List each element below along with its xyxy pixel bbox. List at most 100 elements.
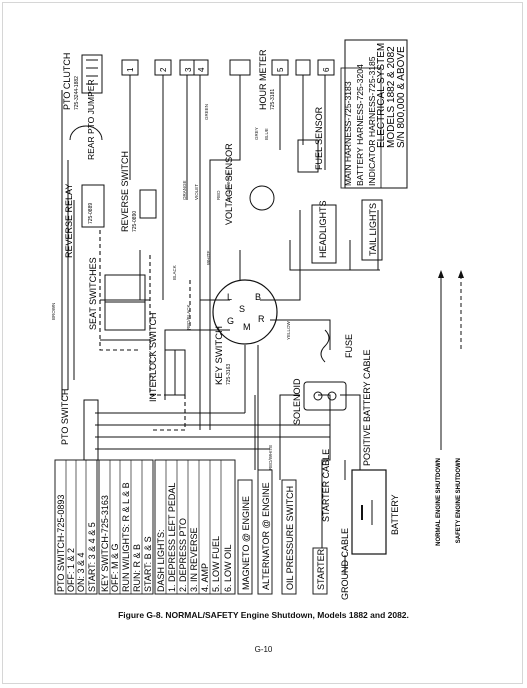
dash-lights-table: DASH LIGHTS: 1. DEPRESS LEFT PEDAL 2. DE… — [154, 459, 236, 595]
dash-table-line-2: 1. DEPRESS LEFT PEDAL — [167, 483, 177, 592]
dash-table-line-6: 5. LOW FUEL — [211, 536, 221, 592]
solenoid: SOLENOID — [292, 378, 347, 425]
connector-7 — [295, 59, 311, 76]
svg-text:M: M — [243, 322, 251, 332]
dash-table-line-7: 6. LOW OIL — [223, 544, 233, 592]
harness-line-1: MAIN HARNESS-725-3183 — [343, 81, 353, 186]
legend-safety: SAFETY ENGINE SHUTDOWN — [456, 458, 462, 543]
pto-table-line-3: ON: 3 & 4 — [76, 552, 86, 592]
reverse-switch-pn: 725-0890 — [132, 211, 138, 232]
headlights-label: HEADLIGHTS — [318, 200, 328, 258]
page-border — [2, 2, 523, 684]
battery-label: BATTERY — [390, 494, 400, 535]
svg-text:BLUE/WHITE: BLUE/WHITE — [226, 172, 231, 200]
caption-label: Figure G-8. — [118, 610, 163, 620]
connector-5 — [229, 59, 251, 76]
reverse-relay: REVERSE RELAY 725-0889 — [64, 184, 105, 258]
svg-text:GREY: GREY — [254, 127, 259, 140]
interlock-switch-label: INTERLOCK SWITCH — [148, 312, 158, 402]
svg-text:BROWN: BROWN — [51, 303, 56, 320]
oil-pressure-box: OIL PRESSURE SWITCH — [281, 479, 297, 595]
key-switch: L B G M R S KEY SWITCH 725-3163 — [212, 279, 278, 385]
seat-switches-label: SEAT SWITCHES — [88, 257, 98, 330]
dash-number-3: 3 — [184, 67, 193, 72]
alternator-label: ALTERNATOR @ ENGINE — [261, 482, 271, 590]
key-switch-pn: 725-3163 — [226, 364, 232, 385]
hour-meter-label: HOUR METER — [258, 49, 268, 110]
pto-table-line-1: PTO SWITCH-725-0893 — [56, 495, 66, 592]
key-table-line-1: KEY SWITCH-725-3163 — [100, 495, 110, 592]
key-table-line-3: RUN W/LIGHTS: R & L & B — [121, 482, 131, 592]
svg-text:RED/WHITE: RED/WHITE — [268, 445, 273, 470]
svg-text:R: R — [258, 314, 265, 324]
connector-2 — [154, 59, 172, 76]
svg-text:G: G — [227, 316, 234, 326]
svg-text:WHITE: WHITE — [206, 251, 211, 266]
fuse: FUSE — [320, 329, 354, 363]
dash-table-line-3: 2. DEPRESS PTO — [178, 518, 188, 592]
pto-switch-label: PTO SWITCH — [60, 389, 70, 445]
voltage-sensor-label: VOLTAGE SENSOR — [224, 143, 234, 225]
harness-box: MAIN HARNESS-725-3183 BATTERY HARNESS-72… — [340, 56, 382, 189]
wiring-diagram: MAIN HARNESS-725-3183 BATTERY HARNESS-72… — [51, 39, 464, 600]
starter-box: STARTER — [312, 547, 328, 595]
pto-clutch-label: PTO CLUTCH — [62, 53, 72, 110]
solenoid-label: SOLENOID — [292, 378, 302, 425]
dash-number-4: 4 — [197, 67, 206, 72]
dash-number-6: 6 — [322, 67, 331, 72]
tail-lights: TAIL LIGHTS — [361, 199, 383, 261]
dash-number-1: 1 — [126, 67, 135, 72]
electrical-line-2: MODELS 1882 & 2082 — [386, 46, 397, 148]
fuel-sensor: FUEL SENSOR — [297, 106, 324, 173]
svg-text:GREEN: GREEN — [204, 104, 209, 120]
connector-6 — [271, 59, 289, 76]
reverse-switch-label: REVERSE SWITCH — [120, 151, 130, 232]
oil-pressure-label: OIL PRESSURE SWITCH — [285, 486, 295, 590]
svg-text:VIOLET: VIOLET — [194, 184, 199, 200]
reverse-relay-label: REVERSE RELAY — [64, 184, 74, 258]
interlock-switch: INTERLOCK SWITCH — [148, 312, 186, 402]
key-table-line-5: START: B & S — [143, 536, 153, 592]
svg-text:BLACK: BLACK — [172, 265, 177, 280]
battery: BATTERY — [351, 469, 400, 555]
rear-pto-jumper-label: REAR PTO JUMPER — [86, 79, 96, 160]
voltage-sensor: VOLTAGE SENSOR — [224, 143, 275, 225]
ground-cable-label: GROUND CABLE — [340, 528, 350, 600]
svg-text:YELLOW: YELLOW — [286, 320, 291, 340]
alternator-box: ALTERNATOR @ ENGINE — [257, 469, 273, 595]
electrical-line-3: S/N 800,000 & ABOVE — [396, 46, 407, 148]
pto-clutch: PTO CLUTCH 725-3244-1882 — [62, 53, 103, 110]
electrical-line-1: ELECTRICAL SYSTEM — [376, 43, 387, 148]
svg-text:S: S — [239, 304, 245, 314]
key-switch-table: KEY SWITCH-725-3163 OFF: M & G RUN W/LIG… — [98, 459, 154, 595]
harness-line-3: INDICATOR HARNESS-725-3185 — [367, 56, 377, 186]
legend-normal: NORMAL ENGINE SHUTDOWN — [436, 458, 442, 546]
svg-text:L: L — [227, 292, 232, 302]
key-table-line-4: RUN: R & B — [132, 544, 142, 592]
connector-1 — [121, 59, 139, 76]
dash-number-2: 2 — [159, 67, 168, 72]
reverse-relay-pn: 725-0889 — [88, 203, 94, 224]
svg-text:RED: RED — [216, 190, 221, 200]
hour-meter-pn: 725-3181 — [270, 89, 276, 110]
svg-text:B: B — [255, 292, 261, 302]
fuel-sensor-label: FUEL SENSOR — [314, 106, 324, 170]
svg-text:ORANGE: ORANGE — [182, 180, 187, 200]
legend: NORMAL ENGINE SHUTDOWN SAFETY ENGINE SHU… — [436, 270, 464, 546]
top-connectors — [121, 59, 335, 76]
seat-switches: SEAT SWITCHES — [88, 257, 146, 331]
starter-cable-label: STARTER CABLE — [321, 449, 331, 522]
dash-table-line-1: DASH LIGHTS: — [156, 529, 166, 592]
dash-number-5: 5 — [276, 67, 285, 72]
magneto-box: MAGNETO @ ENGINE — [237, 479, 253, 595]
fuse-label: FUSE — [344, 334, 354, 358]
dash-table-line-4: 3. IN REVERSE — [189, 527, 199, 592]
dash-table-line-5: 4. AMP — [200, 563, 210, 592]
key-switch-label: KEY SWITCH — [214, 326, 225, 385]
pto-table-line-2: OFF: 1 & 2 — [66, 548, 76, 592]
electrical-system-box: ELECTRICAL SYSTEM MODELS 1882 & 2082 S/N… — [344, 39, 408, 189]
svg-text:BLUE: BLUE — [264, 128, 269, 140]
magneto-label: MAGNETO @ ENGINE — [241, 496, 251, 590]
svg-text:RED/BLACK: RED/BLACK — [186, 304, 191, 330]
connector-4 — [193, 59, 209, 76]
